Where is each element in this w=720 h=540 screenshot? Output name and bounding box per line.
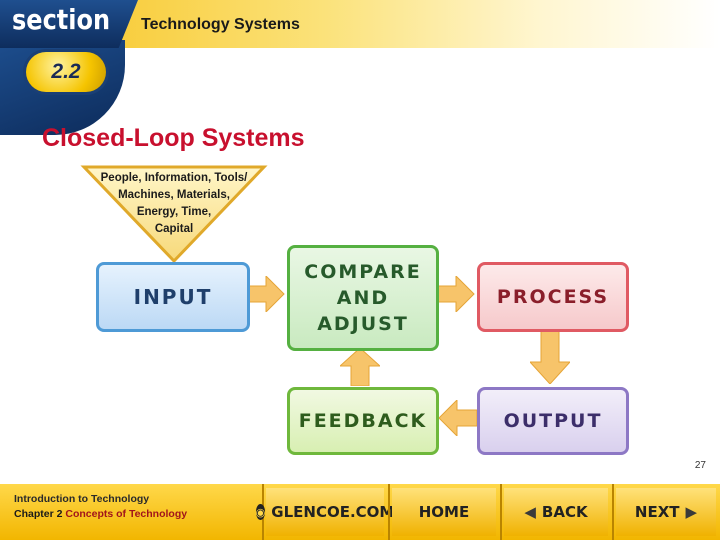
- process-box: PROCESS: [477, 262, 629, 332]
- resources-line: People, Information, Tools/: [100, 172, 248, 184]
- home-button[interactable]: HOME: [392, 488, 496, 536]
- footer-divider: [388, 484, 390, 540]
- page-number: 27: [694, 460, 706, 471]
- back-label: BACK: [541, 503, 588, 521]
- resources-triangle: [80, 165, 268, 264]
- back-button[interactable]: ◀ BACK: [504, 488, 608, 536]
- arrow-process-to-output: [530, 330, 570, 384]
- compare-label: COMPARE AND ADJUST: [304, 259, 422, 337]
- input-label: INPUT: [133, 285, 213, 309]
- arrow-compare-to-process: [436, 276, 475, 312]
- feedback-box: FEEDBACK: [287, 387, 439, 455]
- compare-line: ADJUST: [317, 313, 409, 335]
- section-number: 2.2: [51, 60, 81, 83]
- footer-book-info: Introduction to Technology Chapter 2 Con…: [14, 492, 187, 522]
- header-title: Technology Systems: [141, 16, 300, 33]
- resources-line: Capital: [154, 223, 194, 235]
- compare-adjust-box: COMPARE AND ADJUST: [287, 245, 439, 351]
- next-arrow-icon: ▶: [685, 503, 698, 521]
- footer-divider: [612, 484, 614, 540]
- resources-line: Energy, Time,: [136, 206, 212, 218]
- globe-icon: ◉: [255, 504, 266, 520]
- next-label: NEXT: [634, 503, 680, 521]
- compare-line: AND: [336, 287, 390, 309]
- footer-divider: [500, 484, 502, 540]
- arrow-input-to-compare: [246, 276, 285, 312]
- chapter-number: Chapter 2: [14, 508, 63, 520]
- feedback-label: FEEDBACK: [298, 410, 428, 432]
- chapter-line: Chapter 2 Concepts of Technology: [14, 507, 187, 522]
- slide-title: Closed-Loop Systems: [42, 124, 305, 152]
- glencoe-link[interactable]: ◉ GLENCOE.COM: [255, 488, 394, 536]
- compare-line: COMPARE: [304, 261, 422, 283]
- input-box: INPUT: [96, 262, 250, 332]
- resources-text: People, Information, Tools/ Machines, Ma…: [92, 170, 256, 238]
- section-number-badge: 2.2: [26, 52, 106, 92]
- output-label: OUTPUT: [503, 410, 603, 432]
- process-label: PROCESS: [496, 286, 610, 308]
- arrow-output-to-feedback: [438, 400, 477, 436]
- back-arrow-icon: ◀: [524, 503, 536, 521]
- resources-line: Machines, Materials,: [118, 189, 230, 201]
- arrow-feedback-to-compare: [340, 348, 380, 386]
- output-box: OUTPUT: [477, 387, 629, 455]
- glencoe-label: GLENCOE.COM: [271, 503, 395, 521]
- book-title: Introduction to Technology: [14, 493, 150, 505]
- chapter-title: Concepts of Technology: [65, 508, 188, 520]
- home-label: HOME: [418, 503, 470, 521]
- section-label: section: [12, 3, 111, 37]
- next-button[interactable]: NEXT ▶: [616, 488, 716, 536]
- section-tab: [0, 0, 138, 48]
